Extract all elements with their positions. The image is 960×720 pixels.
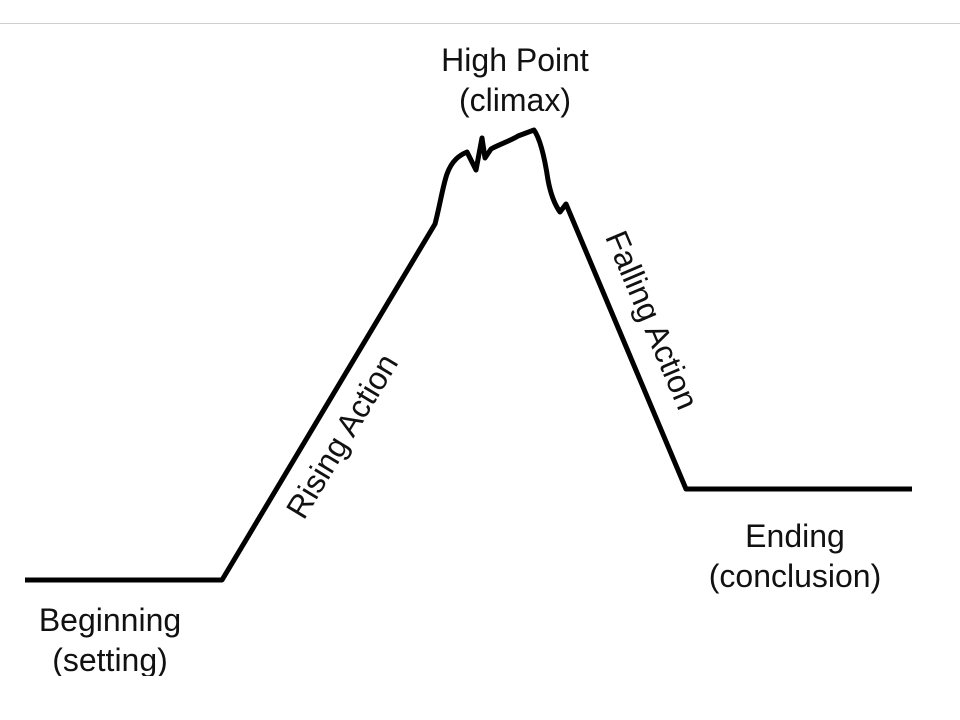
top-divider — [0, 0, 960, 24]
ending-label: Ending (conclusion) — [680, 516, 910, 596]
plot-line — [25, 127, 912, 583]
beginning-label-wrap: Beginning (setting) — [10, 600, 210, 676]
climax-label-title: High Point — [441, 42, 589, 78]
ending-label-subtitle: (conclusion) — [708, 558, 882, 594]
beginning-label-subtitle: (setting) — [52, 642, 168, 676]
climax-label-subtitle: (climax) — [459, 82, 571, 118]
climax-label: High Point (climax) — [395, 40, 635, 120]
beginning-label: Beginning (setting) — [10, 600, 210, 676]
ending-label-title: Ending — [745, 518, 845, 554]
beginning-label-title: Beginning — [38, 602, 182, 638]
